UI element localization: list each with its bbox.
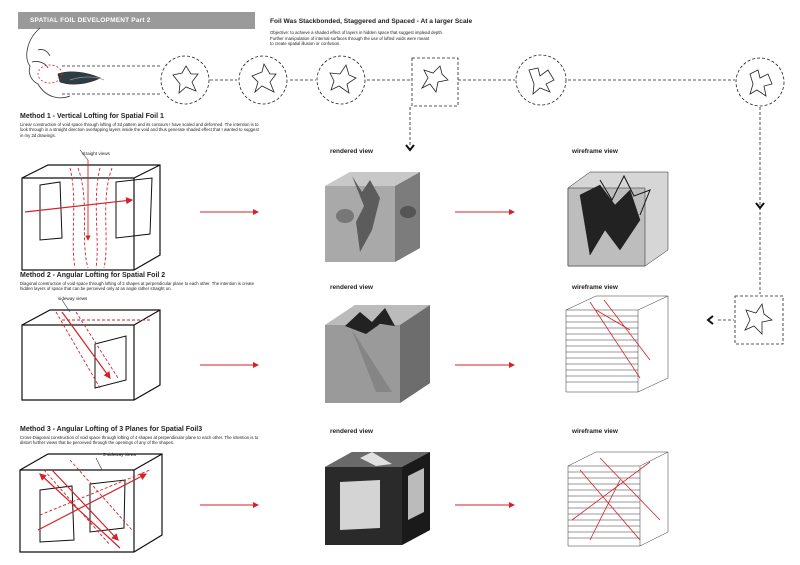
rendered-cube-3 [325,452,430,545]
page-title: Foil Was Stackbonded, Staggered and Spac… [270,18,473,25]
method-1-rendered-label: rendered view [330,148,373,155]
foil-shape-icon [238,55,288,105]
method-2-title: Method 2 - Angular Lofting for Spatial F… [20,272,166,279]
foil-shape-icon [160,55,210,105]
method-2-wireframe-label: wireframe view [572,284,618,291]
chevron-left-icon [706,315,714,325]
method-3-title: Method 3 - Angular Lofting of 3 Planes f… [20,426,203,433]
flow-line [62,65,761,321]
method-3-sketch-cube [19,453,163,553]
objective-text: Objective: to achieve a shaded effect of… [270,30,570,47]
method-2-view-note: sideway views [58,296,88,301]
description-line: Linear construction of void space throug… [20,122,259,127]
wireframe-cube-2 [565,295,669,393]
method-1-view-note: straight views [82,151,110,156]
rendered-cube-2 [325,305,430,403]
description-line: in my 2d drawings. [20,132,56,138]
description-line: look through in a straight direction ove… [20,127,259,133]
method-1-description: Linear construction of void space throug… [20,122,530,138]
method-3-wireframe-label: wireframe view [572,428,618,435]
method-1-wireframe-label: wireframe view [572,148,618,155]
foil-shape-icon [316,55,366,105]
face-sketch-icon [26,27,105,99]
rendered-cube-1 [325,172,420,262]
description-line: distort further views that be perceived … [20,440,175,446]
description-line: Cross-Diagonal construction of void spac… [20,435,259,440]
red-arrow-icon [200,209,515,508]
foil-shape-icon [411,57,459,107]
method-3-description: Cross-Diagonal construction of void spac… [20,435,530,446]
method-2-description: Diagonal construction of void space thro… [20,281,530,292]
wireframe-cube-1 [567,171,669,267]
chevron-down-icon [405,144,415,152]
section-banner: SPATIAL FOIL DEVELOPMENT Part 2 [18,12,255,29]
method-1-title: Method 1 - Vertical Lofting for Spatial … [20,113,164,120]
method-2-sketch-cube [21,299,161,401]
foil-shape-icon [734,295,784,345]
description-line: Diagonal construction of void space thro… [20,281,255,286]
objective-line: to create spatial illusion or confusion. [270,41,341,46]
wireframe-cube-3 [567,451,669,547]
chevron-down-icon [755,202,765,210]
foil-shape-icon [515,54,567,106]
description-line: hidden layers of space that can be perce… [20,286,172,292]
objective-line: Objective: to achieve a shaded effect of… [270,30,444,35]
objective-line: Further manipulation of internal surface… [270,35,430,41]
foil-shape-icon [735,57,785,107]
method-1-sketch-cube [21,149,161,271]
method-3-rendered-label: rendered view [330,428,373,435]
method-2-rendered-label: rendered view [330,284,373,291]
